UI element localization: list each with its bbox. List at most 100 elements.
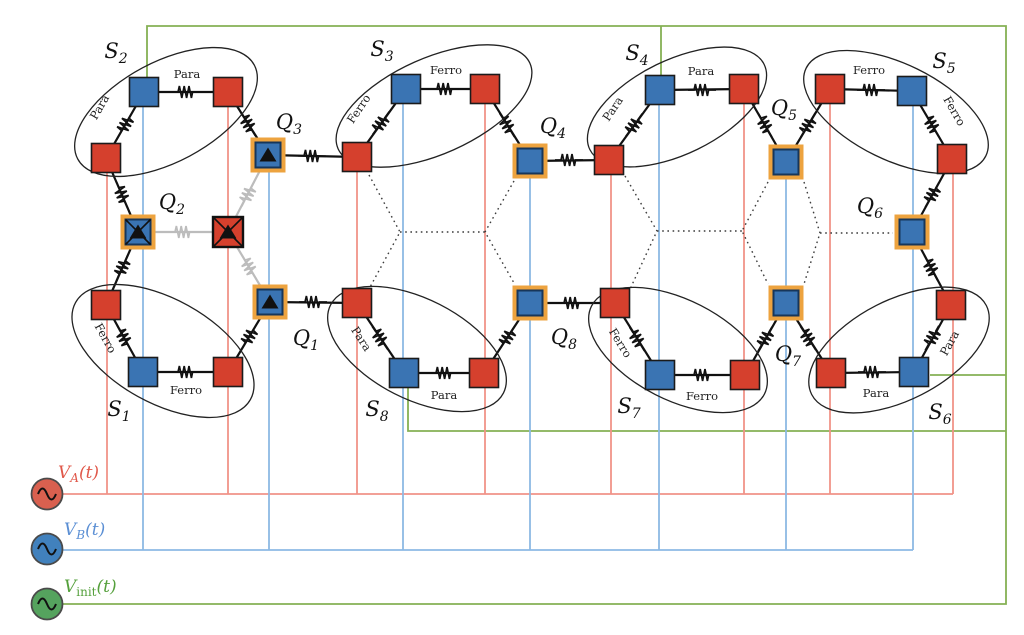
resistor-icon — [235, 321, 263, 353]
resistor-icon — [794, 322, 822, 354]
q6-node — [894, 214, 930, 250]
s3-top-coupling-label: Ferro — [430, 63, 462, 77]
s5-blue-square — [896, 75, 928, 107]
s4-red-square-bl — [593, 144, 625, 176]
group-label-s5: S5 — [932, 49, 955, 77]
spin-squares — [90, 73, 968, 391]
resistor-icon — [857, 365, 887, 379]
source-labels: VA(t) VB(t) Vinit(t) — [58, 463, 117, 599]
s4-diag-coupling-label: Para — [599, 94, 625, 124]
resistor-icon — [297, 148, 327, 164]
q2-blue-node — [120, 214, 156, 250]
s6-red-square-tr — [935, 289, 967, 321]
group-label-s4: S4 — [625, 41, 648, 69]
resistor-icon — [794, 109, 822, 141]
s3-red-square-bl — [341, 141, 373, 173]
resistor-icon — [429, 366, 459, 380]
s3-red-square-tr — [469, 73, 501, 105]
va-source — [30, 477, 64, 511]
s5-red-square-br — [936, 143, 968, 175]
group-s8-ellipse — [326, 285, 508, 413]
resistor-icon — [234, 108, 262, 140]
s4-top-coupling-label: Para — [688, 64, 715, 78]
vb-source — [30, 532, 64, 566]
q-nodes — [120, 137, 930, 321]
s1-bottom-coupling-label: Ferro — [170, 383, 202, 397]
s2-diag-coupling-label: Para — [87, 92, 112, 122]
q1-node — [252, 284, 288, 320]
s6-bottom-coupling-label: Para — [863, 386, 890, 400]
s4-blue-square — [644, 74, 676, 106]
group-s5-ellipse — [803, 49, 989, 175]
s7-bottom-coupling-label: Ferro — [686, 389, 718, 403]
resistor-icon — [235, 177, 261, 211]
q5-node — [768, 144, 804, 180]
s2-red-square-bl — [90, 142, 122, 174]
s3-diag-coupling-label: Ferro — [344, 91, 374, 125]
resistor-icon — [918, 109, 946, 141]
resistor-icon — [856, 83, 886, 97]
s7-red-square-br — [729, 359, 761, 391]
v-a-wire-red — [62, 89, 954, 495]
q8-node — [512, 285, 548, 321]
s4-red-square-tr — [728, 73, 760, 105]
s5-red-square-tl — [814, 73, 846, 105]
dotted-couplings — [368, 174, 893, 290]
group-s4-ellipse — [586, 46, 768, 168]
s1-red-square-br — [212, 356, 244, 388]
resistor-icon — [430, 82, 460, 96]
q-label-q6: Q6 — [857, 194, 883, 222]
q-label-q2: Q2 — [159, 190, 185, 218]
s5-top-coupling-label: Ferro — [853, 63, 885, 77]
s6-red-square-bl — [815, 357, 847, 389]
s2-top-coupling-label: Para — [174, 67, 201, 81]
group-s6-ellipse — [808, 286, 990, 414]
q7-node — [768, 285, 804, 321]
s8-bottom-coupling-label: Para — [431, 388, 458, 402]
group-label-s7: S7 — [617, 394, 640, 422]
q3-node — [250, 137, 286, 173]
s1-blue-square — [127, 356, 159, 388]
vinit-source-label: Vinit(t) — [64, 577, 117, 599]
s6-blue-square — [898, 356, 930, 388]
s3-blue-square — [390, 73, 422, 105]
resistor-icon — [298, 295, 328, 309]
resistor-icon — [168, 225, 198, 239]
resistor-icon — [493, 109, 521, 141]
resistor-icon — [111, 109, 139, 141]
resistor-icon — [687, 83, 717, 97]
resistor-icon — [171, 85, 201, 99]
resistor-icon — [493, 322, 521, 354]
resistor-icon — [109, 251, 135, 285]
resistor-icon — [919, 178, 945, 212]
group-label-s6: S6 — [928, 400, 951, 428]
resistor-icon — [110, 178, 134, 212]
s7-red-square-tl — [599, 287, 631, 319]
q-label-q4: Q4 — [540, 114, 566, 142]
q2-red-node — [211, 215, 245, 249]
s1-red-square-tl — [90, 289, 122, 321]
group-s1-ellipse — [71, 283, 255, 419]
q-label-q5: Q5 — [771, 96, 797, 124]
resistor-icon — [554, 153, 584, 167]
q-label-q3: Q3 — [276, 110, 302, 138]
q4-node — [512, 143, 548, 179]
s6-diag-coupling-label: Para — [937, 328, 962, 358]
v-init-wire-green — [62, 25, 1007, 605]
s8-red-square-tl — [341, 287, 373, 319]
group-s3-ellipse — [335, 44, 533, 168]
resistor-icon — [918, 251, 944, 285]
s8-blue-square — [388, 357, 420, 389]
resistor-icon — [751, 323, 779, 355]
group-label-s3: S3 — [370, 37, 393, 65]
s2-blue-square — [128, 76, 160, 108]
resistor-icon — [557, 296, 587, 310]
group-s2-ellipse — [73, 46, 259, 178]
va-source-label: VA(t) — [58, 463, 99, 485]
q-label-q8: Q8 — [551, 325, 577, 353]
group-s7-ellipse — [587, 286, 769, 414]
s1-diag-coupling-label: Ferro — [92, 321, 120, 356]
group-label-s2: S2 — [104, 39, 127, 67]
q-label-q7: Q7 — [775, 342, 801, 370]
